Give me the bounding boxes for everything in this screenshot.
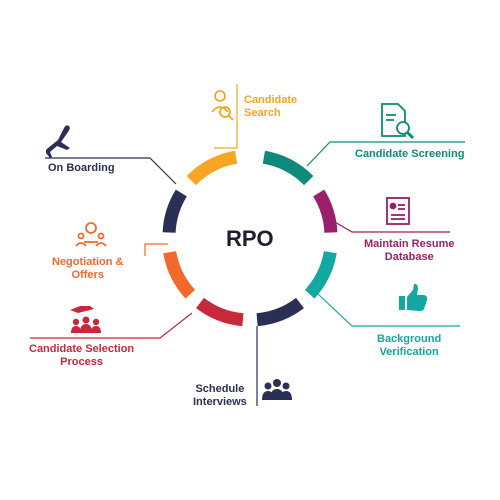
- people-group-icon: [262, 379, 292, 400]
- label-candidate-screening: Candidate Screening: [355, 148, 464, 161]
- label-line: Search: [244, 107, 281, 119]
- connector-candidate-search: [214, 84, 238, 149]
- label-negotiation-offers: Negotiation &Offers: [52, 256, 124, 282]
- label-line: Candidate Screening: [355, 148, 465, 160]
- connector-on-boarding: [45, 157, 177, 185]
- label-line: On Boarding: [48, 162, 115, 174]
- connector-negotiation-offers: [144, 243, 168, 256]
- label-line: Interviews: [193, 396, 247, 408]
- label-on-boarding: On Boarding: [48, 162, 115, 175]
- label-line: Schedule: [195, 383, 245, 395]
- arc-candidate-screening: [262, 150, 314, 186]
- label-line: Candidate: [244, 94, 298, 106]
- airplane-icon: [46, 125, 70, 158]
- connector-background-verification: [317, 293, 460, 327]
- connector-candidate-screening: [306, 141, 465, 167]
- connector-candidate-selection: [30, 312, 193, 339]
- arc-schedule-interviews: [256, 297, 304, 327]
- search-person-icon: [211, 90, 234, 121]
- label-line: Negotiation &: [52, 256, 124, 268]
- center-label: RPO: [226, 226, 274, 251]
- resume-icon: [386, 197, 410, 225]
- label-line: Offers: [71, 269, 104, 281]
- connector-maintain-resume: [327, 217, 450, 233]
- label-line: Candidate Selection: [29, 343, 135, 355]
- document-magnifier-icon: [381, 103, 415, 140]
- arc-background-verification: [304, 250, 337, 299]
- arc-candidate-search: [186, 150, 238, 186]
- label-line: Process: [60, 356, 103, 368]
- negotiation-icon: [75, 222, 107, 247]
- label-line: Database: [384, 251, 434, 263]
- arc-negotiation-offers: [163, 250, 196, 299]
- arc-on-boarding: [162, 189, 187, 234]
- selection-hand-icon: [70, 306, 101, 333]
- label-line: Maintain Resume: [364, 238, 455, 250]
- arc-candidate-selection: [196, 297, 244, 327]
- label-line: Verification: [379, 346, 439, 358]
- label-line: Background: [377, 333, 442, 345]
- arc-maintain-resume: [313, 189, 338, 234]
- thumbs-up-icon: [399, 283, 428, 311]
